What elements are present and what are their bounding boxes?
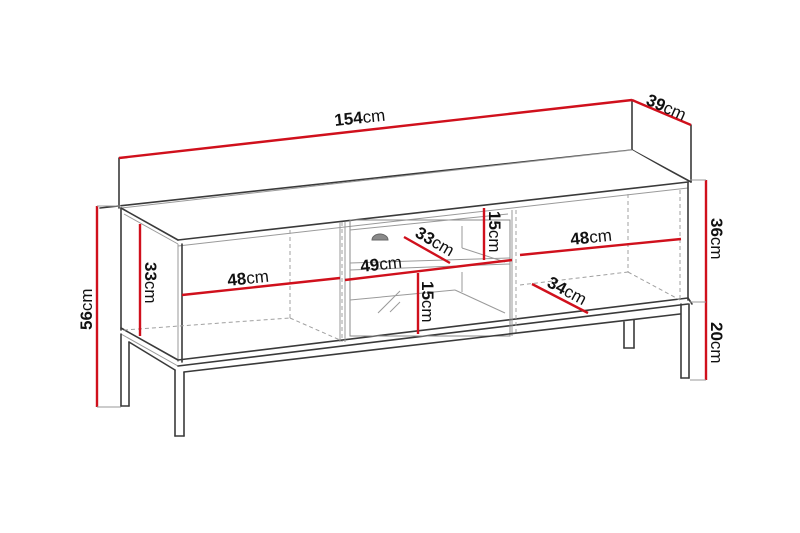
glass-door-symbol [377,290,401,314]
dim-line-center-depth [403,235,451,265]
label-total-height: 56cm [77,288,96,330]
dim-line-right-niche-width [519,237,682,257]
dim-line-total-depth [631,98,692,127]
label-center-lower-height: 15cm [418,281,437,323]
label-leg-height: 20cm [707,322,726,364]
label-total-width: 154cm [333,106,386,130]
label-total-depth: 39cm [643,90,689,124]
dimension-labels: 154cm 39cm 56cm 36cm 20cm 33cm 48cm 49cm… [77,90,726,363]
label-right-niche-width: 48cm [569,226,612,249]
label-body-height: 36cm [707,218,726,260]
label-left-niche-height: 33cm [141,262,160,304]
leg-frame [120,303,690,437]
label-left-niche-width: 48cm [226,267,269,290]
label-center-upper-height: 15cm [485,211,504,253]
label-center-width: 49cm [359,253,402,276]
dimension-lines [95,98,708,408]
label-right-niche-depth: 34cm [544,273,590,309]
dim-line-left-niche-width [181,276,341,297]
dim-line-right-niche-depth [531,282,589,315]
dim-line-center-width [344,258,513,282]
cabinet-body [120,149,693,367]
dim-line-total-width [118,98,633,160]
drawer-handle [371,233,389,241]
